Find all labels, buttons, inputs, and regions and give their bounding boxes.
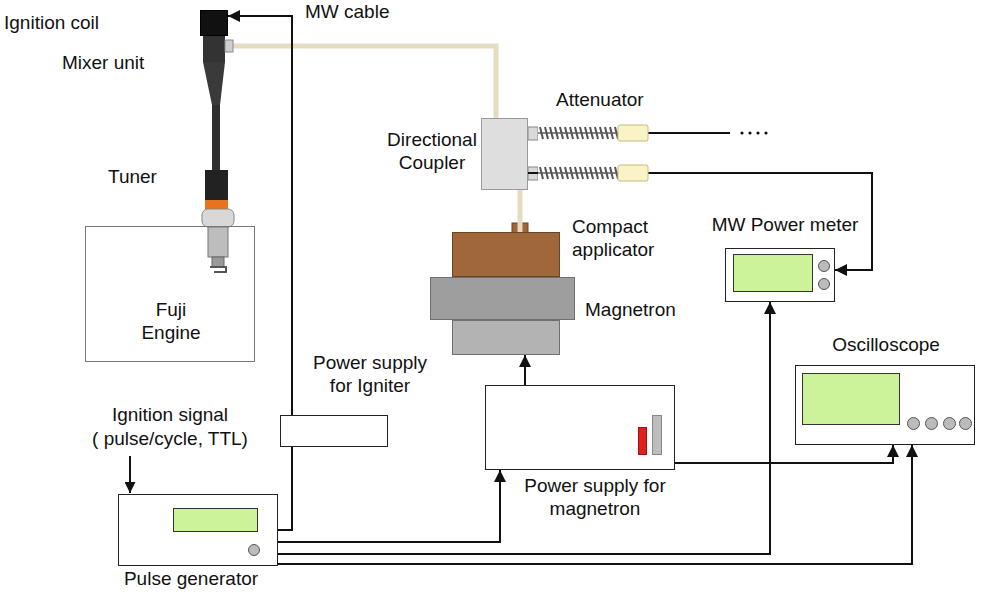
device-label: Magnetron (585, 299, 685, 322)
spring-coil (540, 167, 618, 179)
device-node: Magnetron (430, 277, 687, 355)
spring-backdrop (538, 165, 618, 181)
device-node: Pulse generator (100, 494, 284, 592)
device-label: Power supply for magnetron (515, 475, 675, 521)
meter-knob (818, 278, 830, 290)
device-label: Oscilloscope (795, 334, 977, 357)
signal-connector (518, 190, 523, 232)
signal-connector (278, 470, 500, 542)
pulse-screen (173, 508, 258, 532)
part-label: Ignition signal (60, 404, 280, 427)
device-label: Ignition coil (4, 12, 164, 35)
scope-screen (802, 373, 900, 425)
signal-connector (278, 447, 292, 530)
attenuator-cap (618, 125, 648, 141)
part-label: MW cable (305, 1, 389, 24)
coupler-port (528, 127, 538, 140)
continuation-dots (740, 131, 767, 134)
device-node: MW Power meter (705, 214, 867, 302)
meter-screen (733, 254, 813, 292)
pulse-knob (248, 544, 260, 556)
scope-knob (907, 417, 920, 430)
attenuator-cap (618, 165, 648, 181)
device-label: Fuji Engine (131, 299, 211, 345)
plug-assembly (202, 36, 234, 272)
signal-connector (675, 445, 893, 463)
signal-arrow (129, 456, 131, 493)
applicator-body (452, 232, 560, 277)
coupler-body (481, 118, 528, 190)
part-label: ( pulse/cycle, TTL) (60, 428, 280, 451)
device-label: MW Power meter (705, 214, 865, 237)
scope-knob (943, 417, 956, 430)
part-label: Attenuator (556, 89, 644, 112)
spring-backdrop (538, 125, 618, 141)
device-node: Power supply for magnetron (485, 385, 677, 527)
part-label: Mixer unit (62, 52, 144, 75)
magnetron-body (430, 277, 575, 320)
spring-coil (540, 127, 618, 139)
device-node: Directional Coupler (385, 118, 528, 190)
scope-knob (959, 417, 972, 430)
device-label: Power supply for Igniter (302, 352, 438, 398)
signal-connector (524, 355, 526, 385)
igniter-supply-box (280, 415, 388, 447)
device-node: Fuji Engine (85, 226, 255, 362)
signal-connector (278, 302, 770, 554)
scope-knob (925, 417, 938, 430)
part-label: Tuner (108, 166, 157, 189)
attenuator-spring (538, 125, 648, 181)
device-label: Pulse generator (100, 568, 282, 591)
device-node: Power supply for Igniter (278, 352, 440, 449)
output-line (648, 132, 730, 134)
indicator-grey (652, 415, 662, 455)
indicator-red (638, 427, 647, 455)
magnetron-base (452, 320, 560, 355)
device-label: Compact applicator (572, 216, 697, 262)
device-node: Compact applicator (452, 212, 702, 277)
mw-cable (232, 46, 496, 118)
meter-knob (818, 260, 830, 272)
signal-connector (228, 16, 292, 415)
coil-body (200, 10, 228, 36)
device-node: Oscilloscope (795, 334, 979, 445)
device-node: Ignition coil (0, 10, 232, 38)
device-label: Directional Coupler (385, 129, 479, 175)
